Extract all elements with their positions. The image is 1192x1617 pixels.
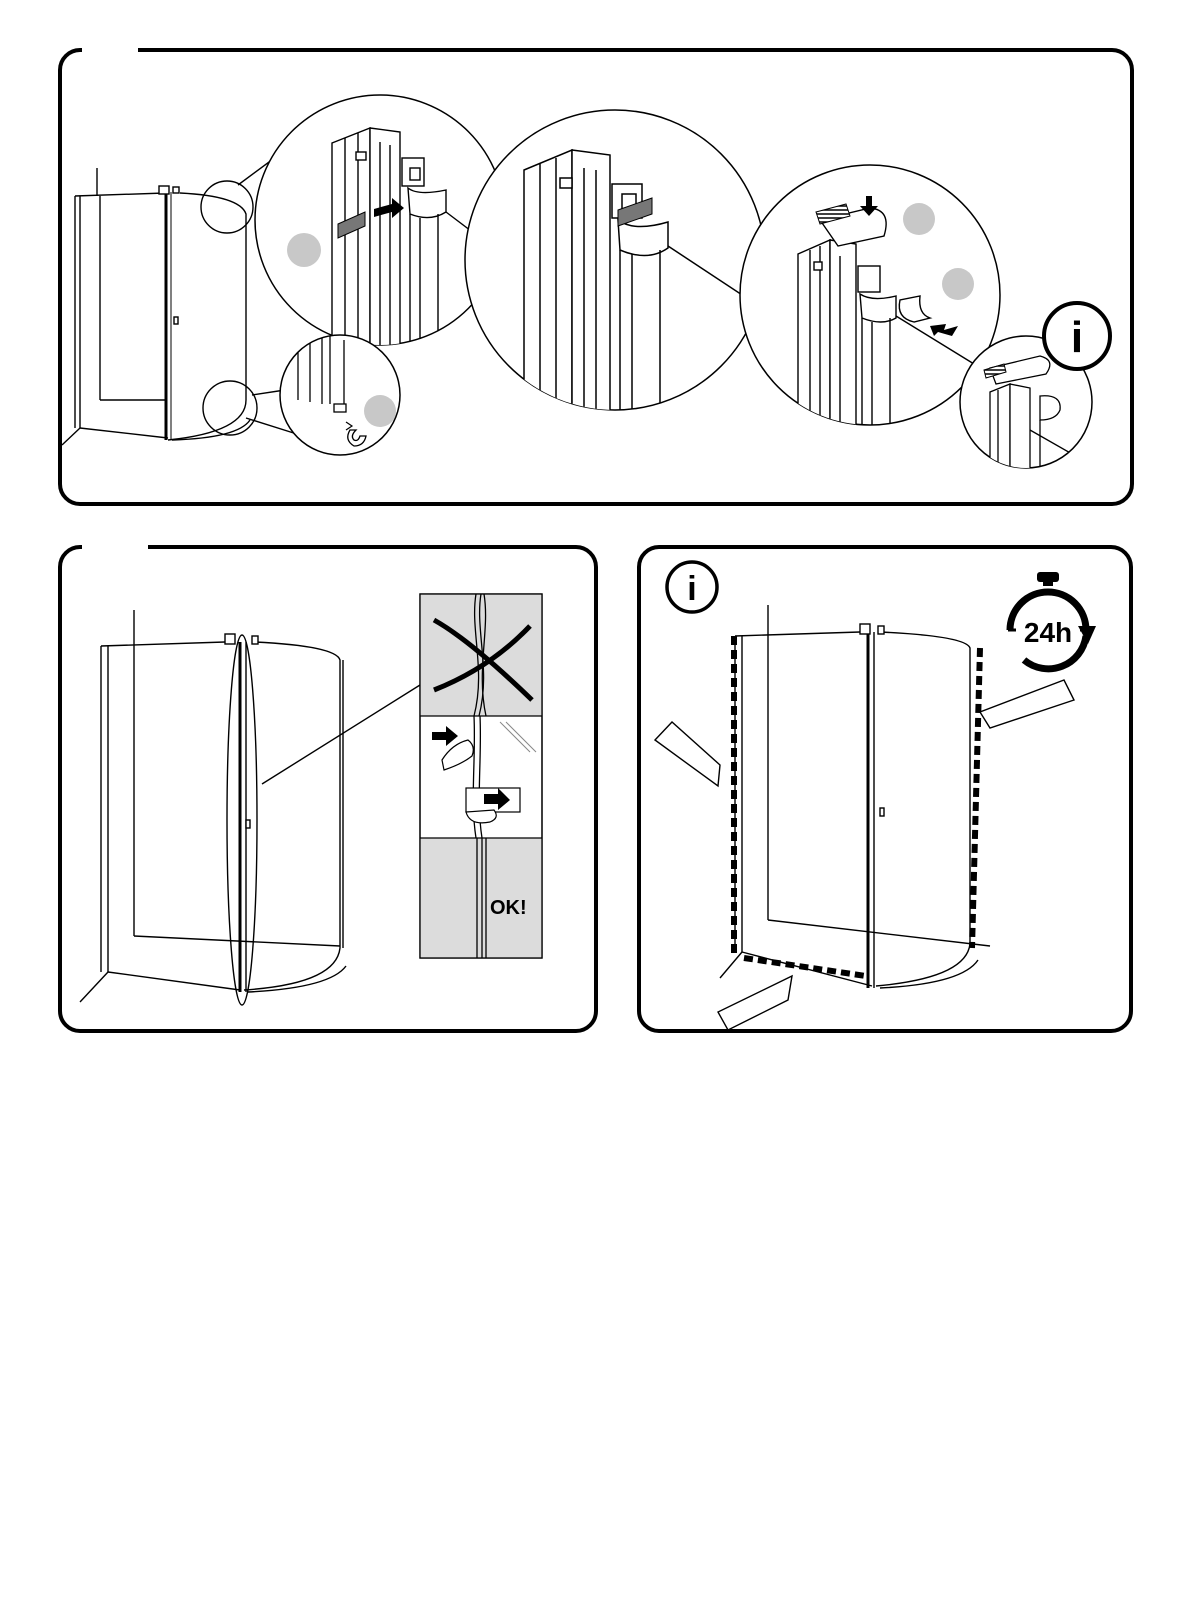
shower-overview-silicone: [720, 605, 990, 988]
stopwatch-24h-icon: 24h: [1008, 572, 1096, 669]
alignment-detail-strip: OK!: [420, 594, 542, 958]
silicone-seal-lines: [734, 636, 980, 976]
svg-text:i: i: [1071, 313, 1083, 362]
step-number-circle: [287, 233, 321, 267]
ok-label: OK!: [490, 897, 527, 919]
svg-text:24h: 24h: [1024, 617, 1072, 648]
step-number-circle: [942, 268, 974, 300]
silicone-tube-icon: [655, 680, 1074, 1030]
svg-text:i: i: [687, 570, 696, 608]
shower-overview-alignment: [80, 610, 420, 1005]
step-number-circle: [903, 203, 935, 235]
info-icon: i: [667, 562, 717, 612]
detail-circle-bottom-cap: [280, 334, 400, 455]
step-number-circle: [364, 395, 396, 427]
info-icon: i: [1044, 303, 1110, 369]
detail-circle-strip-inserted: [465, 110, 780, 420]
